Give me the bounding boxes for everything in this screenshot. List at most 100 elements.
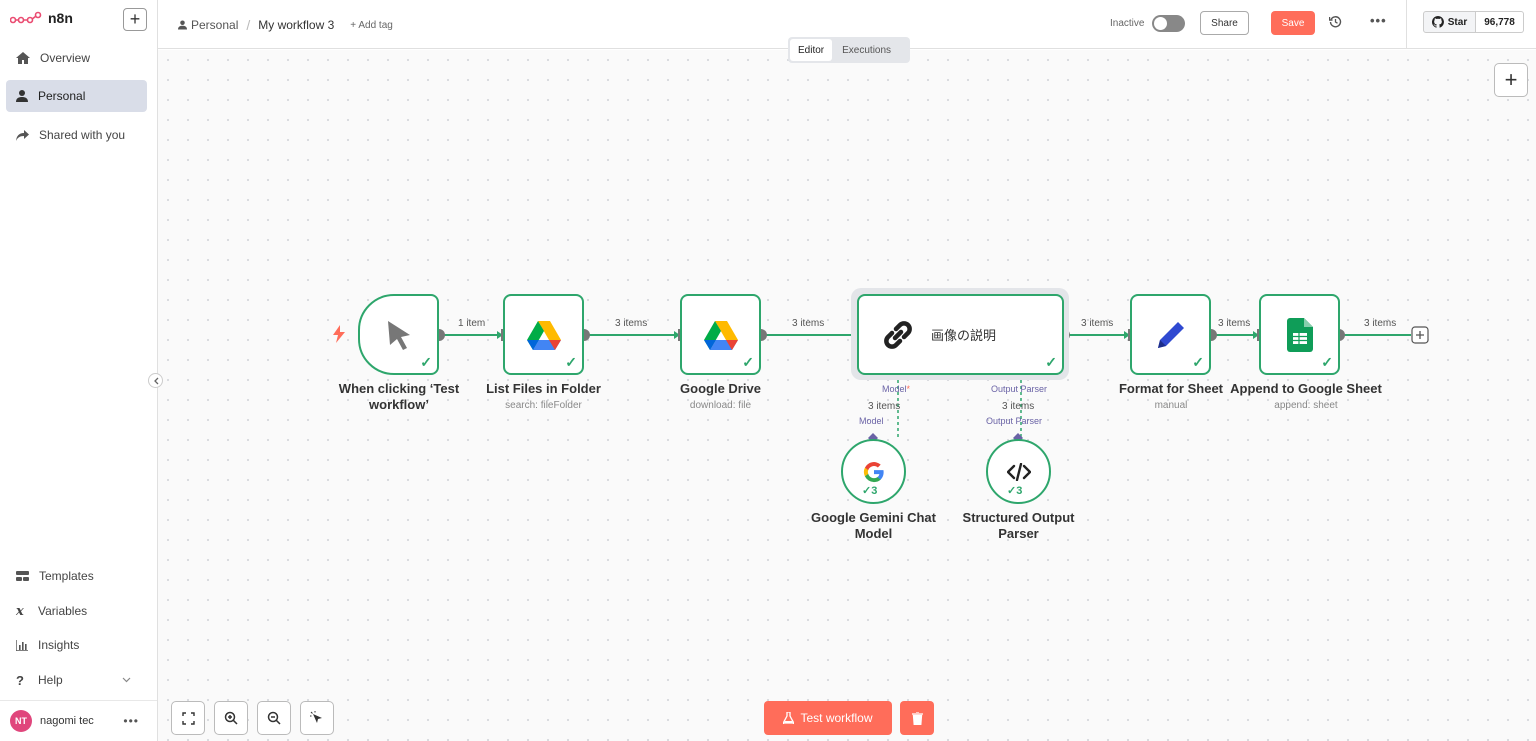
user-icon <box>16 90 28 102</box>
run-count-badge: ✓3 <box>1007 485 1023 497</box>
sidebar: n8n + Overview Personal Shared with you … <box>0 0 158 741</box>
share-button[interactable]: Share <box>1200 11 1249 35</box>
test-workflow-button[interactable]: Test workflow <box>764 701 892 735</box>
fit-view-button[interactable] <box>171 701 205 735</box>
chevron-left-icon <box>153 377 158 384</box>
sidebar-item-shared[interactable]: Shared with you <box>6 119 147 151</box>
n8n-logo[interactable]: n8n <box>10 10 73 26</box>
workflow-name[interactable]: My workflow 3 <box>258 18 335 32</box>
google-drive-icon <box>526 320 561 350</box>
node-manual-trigger[interactable]: ✓ <box>358 294 439 375</box>
sidebar-item-label: Help <box>38 673 63 687</box>
edge-label: 3 items <box>868 401 901 412</box>
arrow-head <box>674 331 680 339</box>
history-icon[interactable] <box>1328 15 1342 31</box>
github-star-count[interactable]: 96,778 <box>1476 11 1524 33</box>
fit-view-icon <box>181 711 195 725</box>
node-title: Format for Sheet <box>1118 381 1223 396</box>
magic-cursor-icon <box>310 711 322 723</box>
add-tag-button[interactable]: + Add tag <box>350 19 393 31</box>
google-sheets-icon <box>1286 317 1313 352</box>
tab-editor[interactable]: Editor <box>790 39 833 61</box>
sidebar-item-personal[interactable]: Personal <box>6 80 147 112</box>
success-check-icon: ✓ <box>420 354 432 370</box>
more-options-icon[interactable]: ••• <box>1370 13 1387 28</box>
github-icon <box>1431 16 1444 28</box>
node-title: Structured Output Parser <box>962 510 1075 541</box>
sidebar-item-label: Shared with you <box>39 128 126 142</box>
node-list-files-in-folder[interactable]: ✓ <box>503 294 584 375</box>
sidebar-item-label: Insights <box>38 638 80 652</box>
node-title: List Files in Folder <box>486 381 601 396</box>
sidebar-item-help[interactable]: ? Help <box>6 664 147 696</box>
plus-icon: + <box>129 9 141 29</box>
node-google-gemini-chat-model[interactable]: ✓3 <box>841 439 906 504</box>
success-check-icon: ✓ <box>1045 354 1057 370</box>
run-count-badge: ✓3 <box>862 485 878 497</box>
node-subtitle: append: sheet <box>1274 400 1338 411</box>
templates-icon <box>16 571 29 581</box>
node-title: Google Gemini Chat Model <box>811 510 936 541</box>
node-ai-agent[interactable]: 画像の説明 ✓ <box>857 294 1064 375</box>
sidebar-item-templates[interactable]: Templates <box>6 560 147 592</box>
test-workflow-label: Test workflow <box>800 711 873 725</box>
user-menu[interactable]: NT nagomi tec ••• <box>0 700 157 741</box>
node-title: When clicking ‘Test workflow’ <box>338 381 460 412</box>
activate-switch[interactable] <box>1152 15 1186 32</box>
node-subtitle: manual <box>1154 400 1188 411</box>
arrow-head <box>497 331 503 339</box>
save-button[interactable]: Save <box>1271 11 1315 35</box>
github-star-button[interactable]: Star <box>1423 11 1476 33</box>
node-format-for-sheet[interactable]: ✓ <box>1130 294 1211 375</box>
editor-executions-tabs: Editor Executions <box>788 37 910 63</box>
zoom-in-icon <box>224 711 238 725</box>
node-title: 画像の説明 <box>931 328 997 343</box>
node-subtitle: search: fileFolder <box>505 400 582 411</box>
clear-execution-button[interactable] <box>900 701 934 735</box>
zoom-out-button[interactable] <box>257 701 291 735</box>
edge-label: 3 items <box>792 318 825 329</box>
node-title: Append to Google Sheet <box>1230 381 1382 396</box>
active-toggle: Inactive <box>1110 15 1186 32</box>
plus-icon: + <box>1504 67 1518 92</box>
collapse-sidebar-button[interactable] <box>148 373 163 388</box>
trash-icon <box>911 711 923 725</box>
edge-label: 3 items <box>1002 401 1035 412</box>
success-check-icon: ✓ <box>1192 354 1204 370</box>
node-title: Google Drive <box>680 381 761 396</box>
code-icon <box>1006 462 1031 481</box>
tidy-up-button[interactable] <box>300 701 334 735</box>
breadcrumb-separator: / <box>246 17 251 33</box>
new-resource-button[interactable]: + <box>123 8 147 31</box>
breadcrumb-project[interactable]: Personal <box>191 18 239 32</box>
more-horizontal-icon[interactable]: ••• <box>123 714 139 728</box>
variable-icon: x <box>16 603 24 619</box>
edge-label: 3 items <box>1218 318 1251 329</box>
google-drive-icon <box>703 320 738 350</box>
sidebar-item-variables[interactable]: x Variables <box>6 595 147 627</box>
user-icon <box>178 20 187 30</box>
add-node-button[interactable]: + <box>1494 63 1528 97</box>
n8n-logo-icon <box>10 11 42 24</box>
flask-icon <box>783 712 795 724</box>
question-icon: ? <box>16 672 24 688</box>
sidebar-item-label: Overview <box>40 51 91 65</box>
success-check-icon: ✓ <box>565 354 577 370</box>
sidebar-item-label: Personal <box>38 89 86 103</box>
workflow-canvas[interactable] <box>158 50 1536 741</box>
tab-executions[interactable]: Executions <box>842 44 892 56</box>
node-structured-output-parser[interactable]: ✓3 <box>986 439 1051 504</box>
user-name: nagomi tec <box>40 715 94 727</box>
arrow-head <box>1253 331 1259 339</box>
node-google-drive[interactable]: ✓ <box>680 294 761 375</box>
sidebar-item-insights[interactable]: Insights <box>6 629 147 661</box>
chart-bar-icon <box>16 639 28 651</box>
sidebar-item-overview[interactable]: Overview <box>6 42 147 74</box>
zoom-in-button[interactable] <box>214 701 248 735</box>
trigger-bolt-icon <box>333 325 345 348</box>
model-port-label: Model <box>859 416 884 426</box>
sidebar-item-label: Variables <box>38 604 88 618</box>
node-subtitle: download: file <box>689 400 752 411</box>
edge-label: 1 item <box>458 318 486 329</box>
node-append-google-sheet[interactable]: ✓ <box>1259 294 1340 375</box>
